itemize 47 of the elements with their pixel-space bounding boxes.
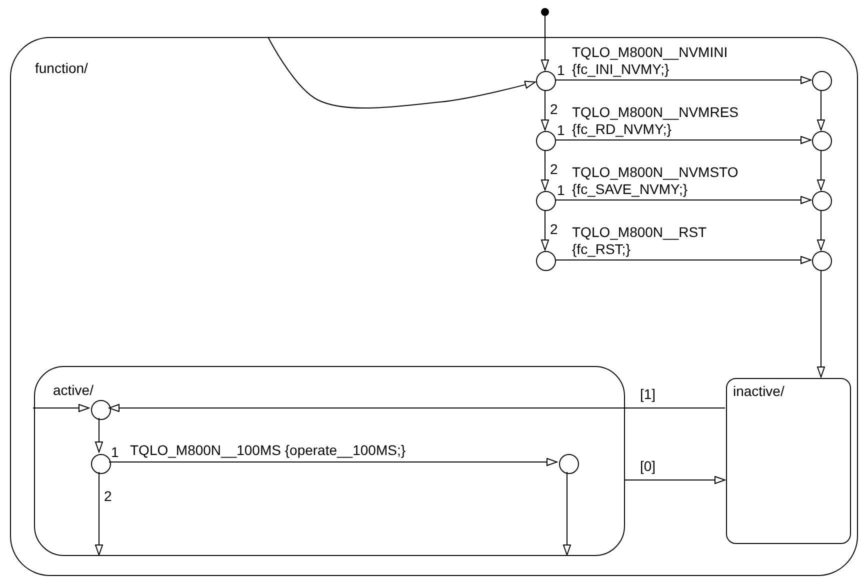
transition-arrow — [817, 270, 825, 378]
transition-arrow — [95, 472, 103, 556]
junction-circle — [812, 131, 832, 151]
junction-circle — [536, 251, 556, 271]
priority-number: 1 — [557, 62, 565, 79]
transition-arrow — [541, 90, 549, 130]
transition-arrow — [541, 210, 549, 250]
transition-label: [0] — [640, 458, 656, 475]
junction-circle — [91, 454, 111, 474]
transition-arrow — [554, 196, 812, 204]
transition-arrow — [108, 458, 558, 466]
junction-circle — [812, 251, 832, 271]
priority-number: 2 — [104, 488, 112, 505]
junction-circle — [812, 71, 832, 91]
transition-arrow — [541, 150, 549, 190]
transition-arrow — [554, 76, 812, 84]
transition-arrow — [108, 404, 726, 412]
priority-number: 2 — [550, 221, 558, 238]
transition-arrow — [554, 256, 812, 264]
junction-circle — [559, 454, 579, 474]
transition-label: TQLO_M800N__100MS {operate__100MS;} — [130, 442, 406, 459]
priority-number: 2 — [550, 161, 558, 178]
priority-number: 1 — [557, 122, 565, 139]
transition-label: [1] — [640, 386, 656, 403]
initial-dot — [541, 8, 549, 16]
transition-arrow — [817, 90, 825, 130]
junction-circle — [812, 191, 832, 211]
transition-arrow — [541, 16, 549, 70]
state-name: function/ — [35, 60, 88, 77]
transition-arrow — [95, 418, 103, 452]
state-box — [726, 378, 851, 544]
transition-arrow — [563, 472, 571, 556]
junction-circle — [536, 71, 556, 91]
state-name: inactive/ — [733, 383, 784, 400]
transition-arrow — [268, 36, 536, 109]
state-name: active/ — [53, 382, 94, 399]
priority-number: 1 — [557, 182, 565, 199]
transition-arrow — [554, 136, 812, 144]
priority-number: 1 — [111, 444, 119, 461]
junction-circle — [536, 131, 556, 151]
junction-circle — [536, 191, 556, 211]
transition-arrow — [624, 476, 726, 484]
priority-number: 2 — [550, 101, 558, 118]
transition-arrow — [817, 150, 825, 190]
junction-circle — [91, 400, 111, 420]
transition-arrow — [32, 404, 90, 412]
transition-arrow — [817, 210, 825, 250]
